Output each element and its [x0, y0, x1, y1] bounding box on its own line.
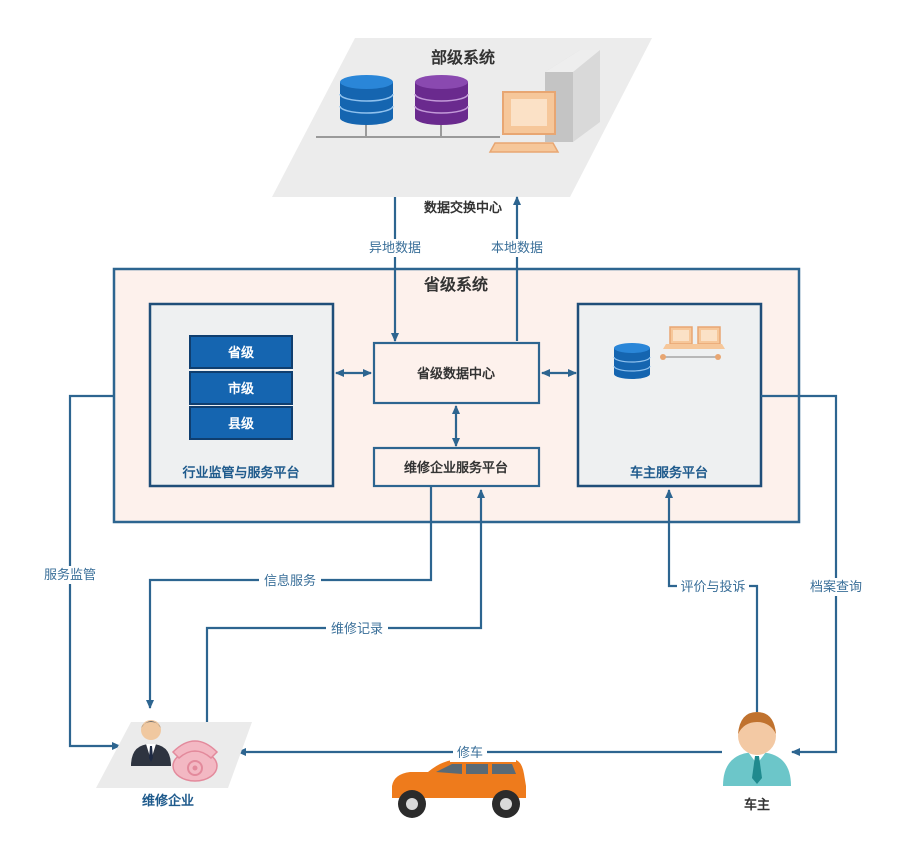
remote-data-label: 异地数据	[369, 241, 421, 256]
data-center-label: 省级数据中心	[416, 366, 495, 382]
server-icon	[545, 50, 600, 142]
industry-platform-title: 行业监管与服务平台	[181, 465, 299, 481]
data-center-box[interactable]	[372, 341, 541, 405]
repair-enterprise-actor: 维修企业	[96, 720, 252, 809]
database-icon	[414, 75, 469, 125]
repair-platform-box[interactable]	[372, 446, 541, 488]
person-icon	[723, 712, 791, 786]
businessman-icon	[131, 720, 171, 766]
car-owner-label: 车主	[744, 797, 770, 813]
level-label: 省级	[227, 345, 255, 361]
level-button-province[interactable]: 省级	[189, 335, 293, 369]
level-button-county[interactable]: 县级	[189, 406, 293, 440]
review-complaint-arrow	[665, 489, 759, 712]
computer-terminal-icon	[488, 91, 560, 153]
repair-record-label: 维修记录	[331, 622, 383, 637]
network-computers-icon	[660, 326, 725, 360]
owner-platform-title: 车主服务平台	[630, 465, 708, 481]
repair-car-label: 修车	[457, 745, 483, 761]
local-data-label: 本地数据	[491, 241, 543, 256]
enterprise-platform-bg	[96, 722, 252, 788]
province-system: 省级系统 省级 市级 县级 行业监管与服务平台 省级数据中心 维修企业服务平台	[112, 267, 801, 524]
level-label: 市级	[228, 381, 255, 397]
level-label: 县级	[228, 416, 255, 432]
info-service-label: 信息服务	[264, 573, 316, 589]
archive-query-arrow	[761, 394, 838, 756]
ministry-system: 部级系统	[272, 38, 652, 216]
archive-query-label: 档案查询	[810, 580, 862, 595]
review-complaint-label: 评价与投诉	[680, 579, 745, 595]
telephone-icon	[171, 740, 219, 782]
level-button-city[interactable]: 市级	[189, 371, 293, 405]
database-icon	[613, 343, 651, 379]
service-supervision-label: 服务监管	[44, 567, 96, 583]
ministry-title: 部级系统	[431, 48, 495, 67]
exchange-center-label: 数据交换中心	[424, 200, 502, 216]
industry-platform-panel	[148, 302, 335, 488]
repair-record-arrow	[205, 489, 485, 722]
car-owner-actor: 车主	[723, 712, 791, 813]
database-icon	[339, 75, 394, 125]
repair-enterprise-label: 维修企业	[142, 793, 194, 809]
repair-platform-label: 维修企业服务平台	[404, 460, 508, 476]
flow-labels: 异地数据 本地数据 服务监管 信息服务 维修记录 评价与投诉 档案查询 修车	[40, 239, 866, 761]
car-icon	[392, 758, 526, 818]
province-title: 省级系统	[423, 275, 488, 294]
